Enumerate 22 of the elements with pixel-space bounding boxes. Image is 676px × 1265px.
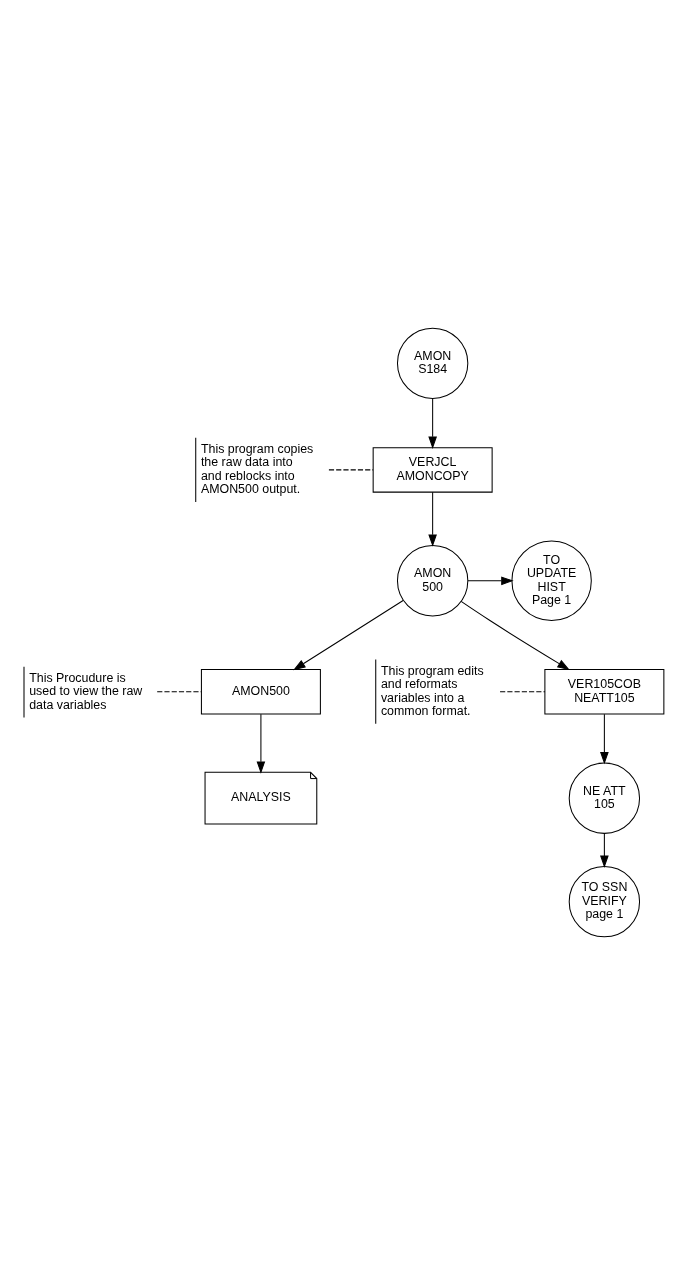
node-text: This program edits and reformats variables into a common format.	[380, 663, 484, 719]
arrow	[427, 491, 437, 547]
node-box: AMON500	[200, 668, 321, 715]
connector	[327, 469, 374, 471]
connector	[499, 691, 545, 693]
arrow	[460, 600, 570, 670]
node-circle: TO SSN VERIFY page 1	[568, 866, 640, 938]
node-circle: AMON S184	[396, 327, 468, 399]
arrow	[256, 713, 265, 774]
node-box: VERJCL AMONCOPY	[372, 447, 493, 493]
node-circle: NE ATT 105	[568, 762, 640, 834]
arrow	[599, 833, 609, 868]
node-text: This Procudure is used to view the raw data variables	[28, 670, 142, 712]
node-box: VER105COB NEATT105	[543, 668, 664, 715]
connector	[156, 691, 202, 693]
arrow	[427, 398, 437, 449]
arrow	[292, 600, 404, 671]
node-text: This program copies the raw data into and reblocks into AMON500 output.	[200, 441, 313, 497]
node-circle: TO UPDATE HIST Page 1	[510, 540, 592, 621]
arrow	[599, 713, 609, 765]
arrow	[466, 576, 514, 586]
node-circle: AMON 500	[396, 545, 468, 617]
